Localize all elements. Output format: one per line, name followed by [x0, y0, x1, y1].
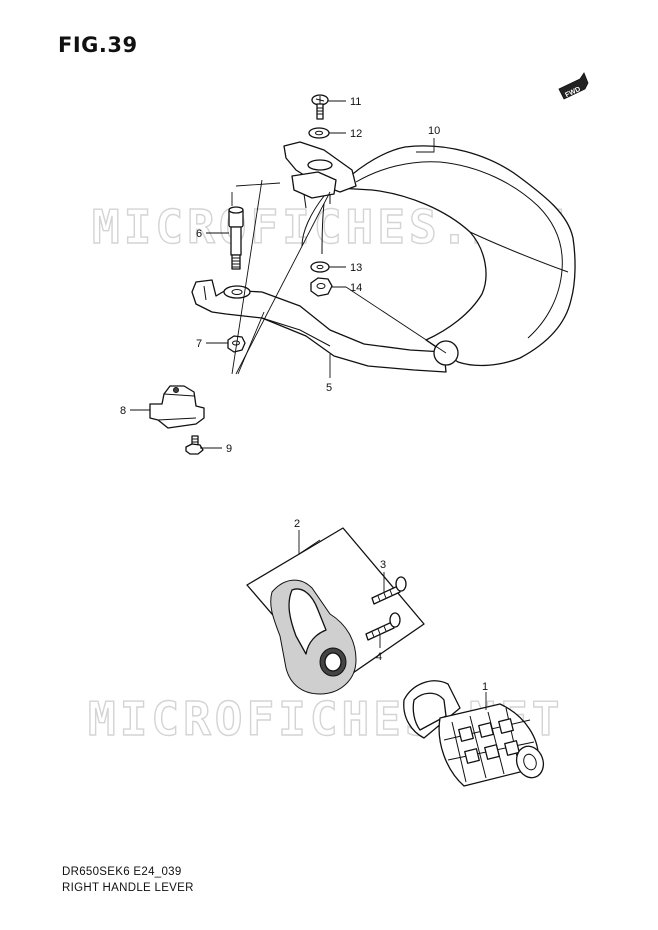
part-8-brake-light-switch[interactable]	[149, 385, 205, 429]
part-11-screw[interactable]	[311, 94, 329, 120]
part-4-screw[interactable]	[365, 612, 401, 641]
leader-lines	[130, 100, 487, 710]
section-name: RIGHT HANDLE LEVER	[62, 882, 194, 894]
model-code: DR650SEK6 E24_039	[62, 866, 182, 878]
callout-4: 4	[376, 651, 382, 663]
callout-11: 11	[350, 96, 361, 108]
hand-guard-mount-clamp[interactable]	[283, 141, 357, 209]
callout-5: 5	[326, 382, 332, 394]
callout-13: 13	[350, 262, 362, 274]
part-10-hand-guard[interactable]	[337, 145, 576, 367]
callout-1: 1	[482, 681, 488, 693]
part-6-bolt[interactable]	[228, 206, 244, 270]
part-14-nut[interactable]	[310, 277, 333, 297]
part-12-washer[interactable]	[308, 127, 330, 139]
callout-3: 3	[380, 559, 386, 571]
callout-6: 6	[196, 228, 202, 240]
figure-title: FIG.39	[58, 33, 138, 57]
part-2-throttle-housing-kit[interactable]	[246, 527, 425, 695]
callout-2: 2	[294, 518, 300, 530]
forward-direction-badge: FWD	[558, 72, 589, 100]
callout-12: 12	[350, 128, 362, 140]
part-13-washer[interactable]	[310, 261, 330, 273]
part-3-screw[interactable]	[371, 576, 407, 605]
part-9-screw[interactable]	[185, 435, 204, 455]
callout-9: 9	[226, 443, 232, 455]
part-1-throttle-grip[interactable]	[403, 680, 548, 787]
callout-8: 8	[120, 405, 126, 417]
callout-7: 7	[196, 338, 202, 350]
callout-14: 14	[350, 282, 362, 294]
callout-10: 10	[428, 125, 440, 137]
